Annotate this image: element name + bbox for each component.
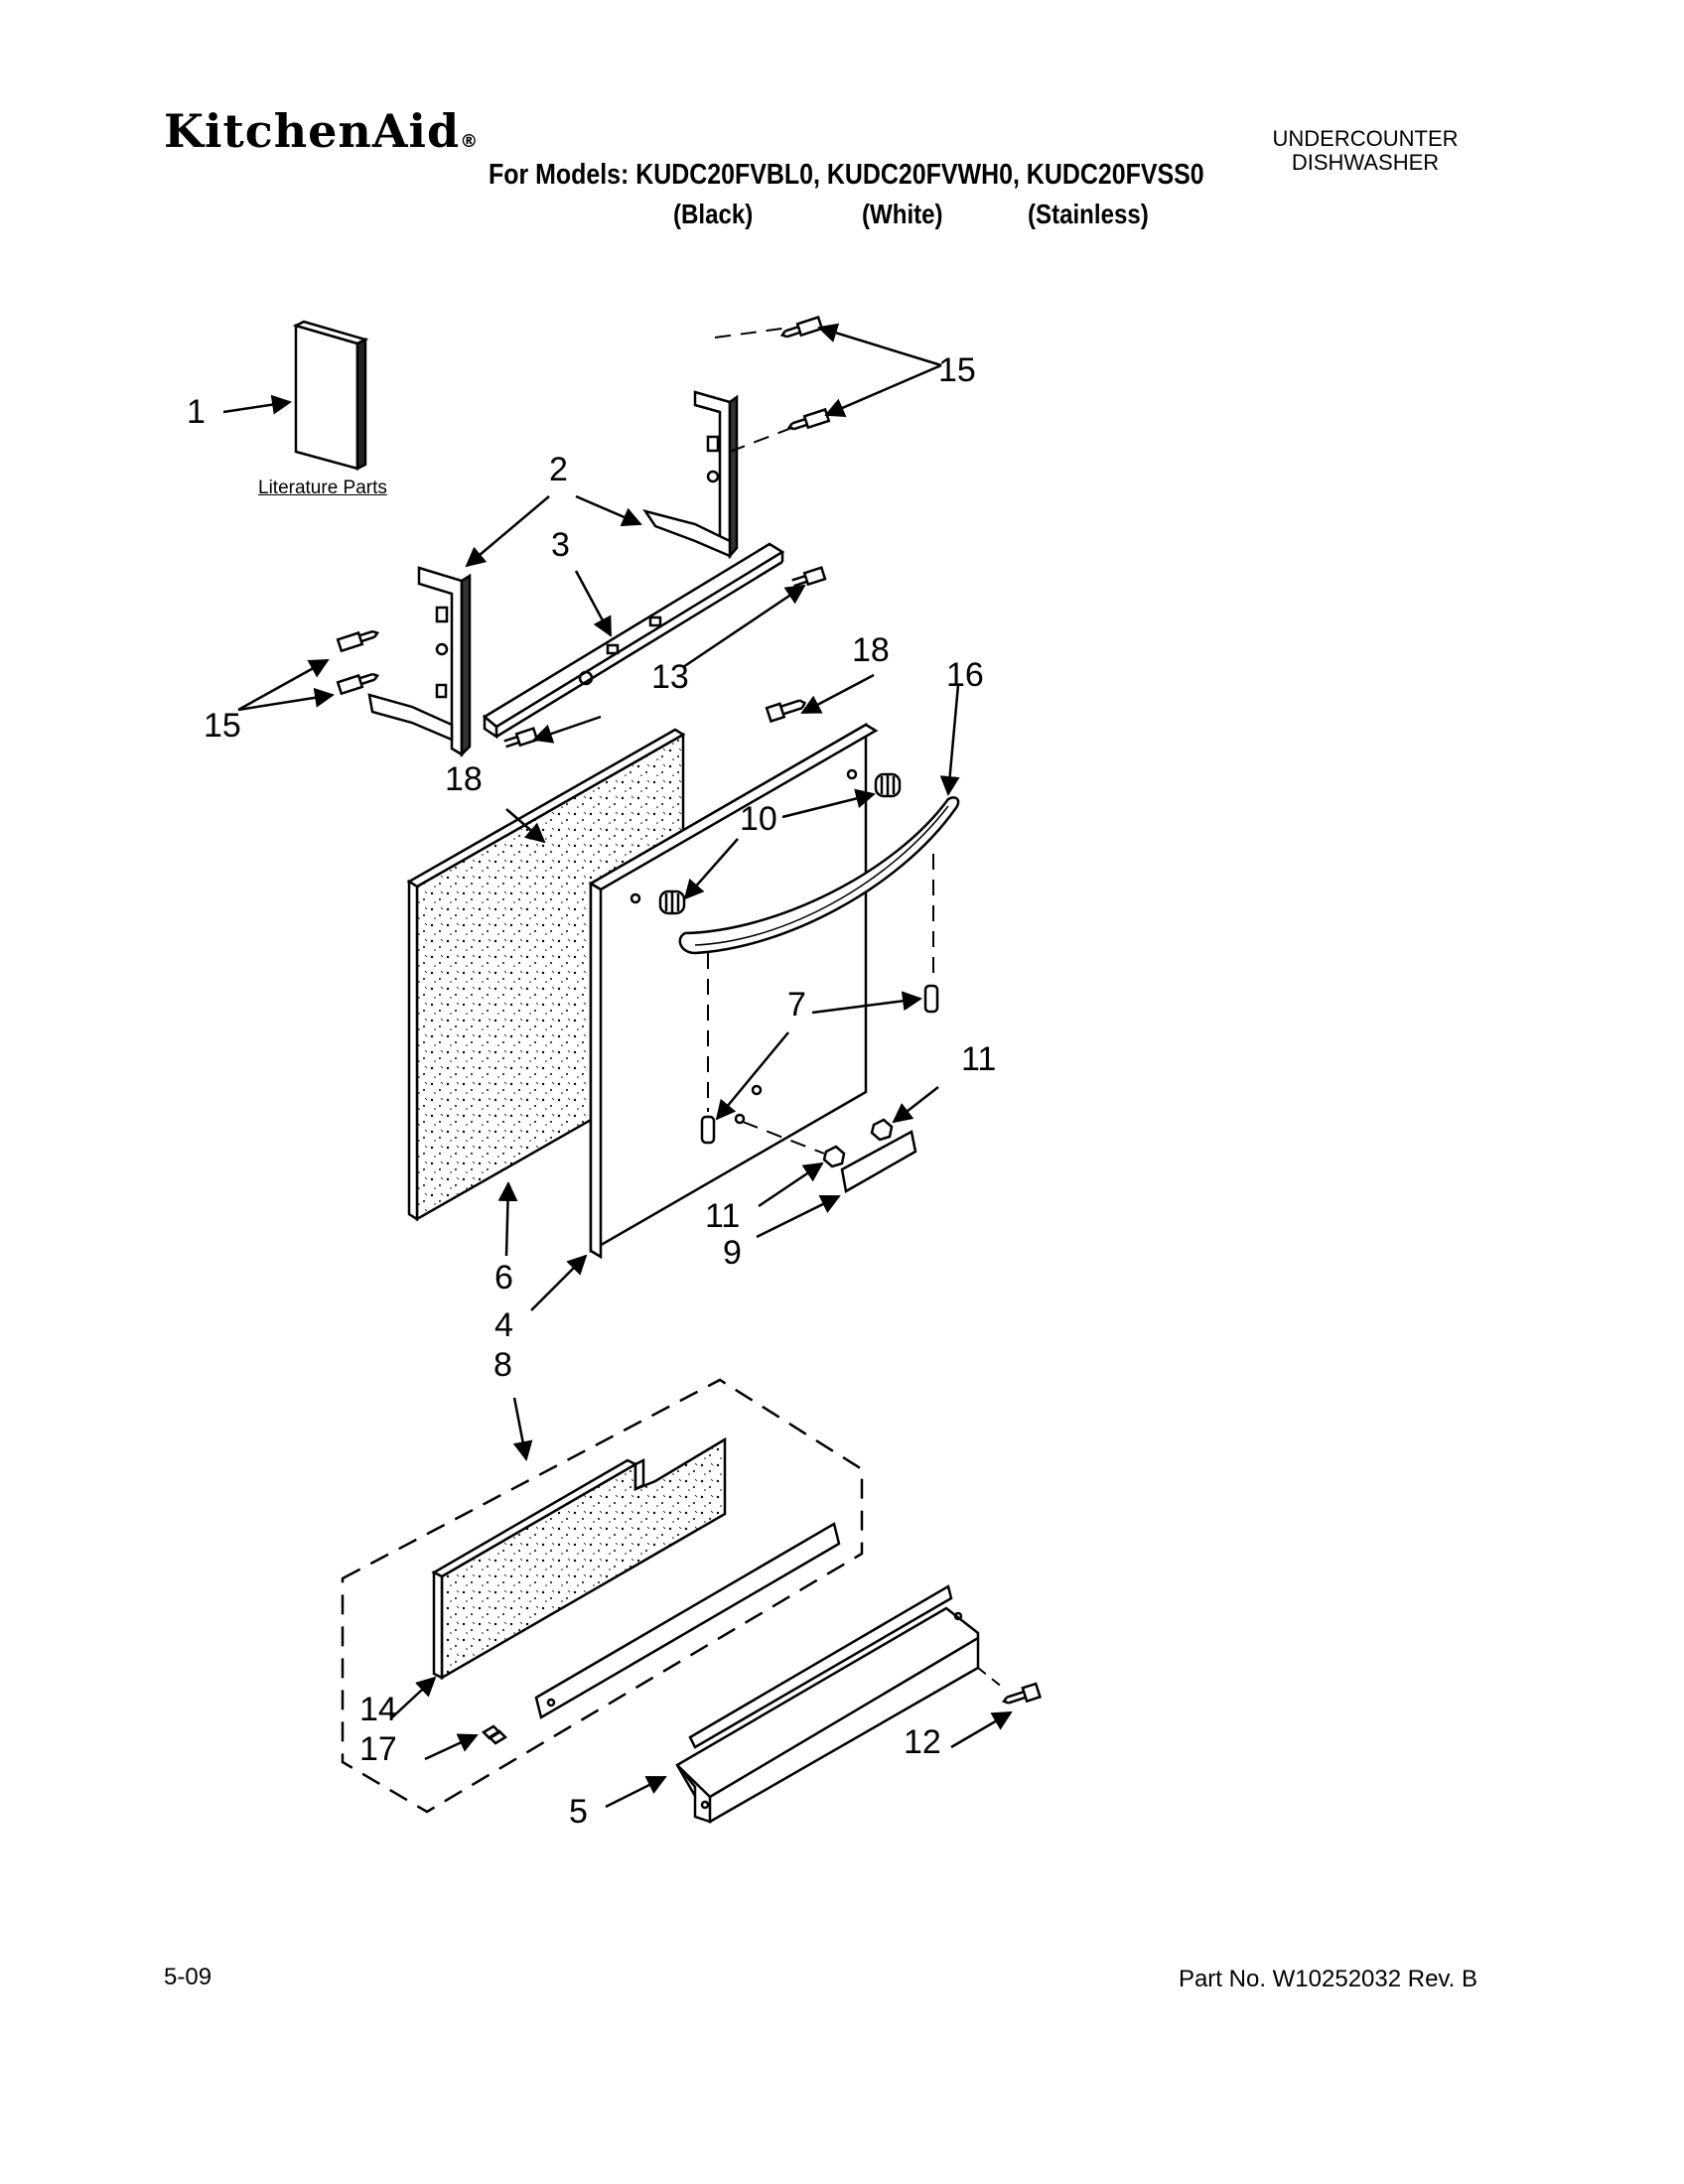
kit-strip xyxy=(534,1522,841,1719)
screw-15-left-a xyxy=(336,629,380,653)
variant-stainless: (Stainless) xyxy=(1028,199,1149,229)
door-panel xyxy=(588,722,879,1260)
literature-parts-label: Literature Parts xyxy=(258,478,387,498)
brand-logo: KitchenAid® xyxy=(164,104,479,158)
nut-left xyxy=(822,1145,846,1168)
callout-18-top: 18 xyxy=(852,631,890,669)
callout-1: 1 xyxy=(187,393,206,431)
callout-11-right: 11 xyxy=(961,1040,997,1078)
frame-rail xyxy=(482,542,785,740)
hinge-bracket-left xyxy=(367,566,472,758)
handle-mount-left xyxy=(658,889,686,915)
screw-13-right xyxy=(791,566,827,588)
callout-3: 3 xyxy=(551,526,570,564)
product-type: UNDERCOUNTER DISHWASHER xyxy=(1241,127,1489,175)
toe-insulation xyxy=(431,1436,727,1681)
callout-5: 5 xyxy=(569,1793,588,1831)
callout-17: 17 xyxy=(359,1730,397,1768)
spacer-right xyxy=(923,984,939,1014)
screw-13-left xyxy=(503,727,539,749)
date-code: 5-09 xyxy=(164,1964,212,1990)
callout-14: 14 xyxy=(359,1691,397,1728)
callout-16: 16 xyxy=(946,656,984,694)
spacer-left xyxy=(700,1115,716,1145)
screw-15-top-a xyxy=(779,315,824,339)
product-type-line2: DISHWASHER xyxy=(1291,150,1440,175)
screw-15-left-b xyxy=(336,672,380,696)
callout-7: 7 xyxy=(787,986,806,1024)
callout-9: 9 xyxy=(723,1234,742,1272)
variant-black: (Black) xyxy=(673,199,754,229)
hinge-bracket-right xyxy=(642,390,739,560)
kit-outline xyxy=(341,1378,864,1814)
screw-12 xyxy=(1002,1682,1043,1705)
callout-15-left: 15 xyxy=(204,707,241,745)
screw-15-top-b xyxy=(786,407,831,431)
callout-2: 2 xyxy=(549,451,568,488)
part-number: Part No. W10252032 Rev. B xyxy=(1178,1966,1477,1992)
product-type-line1: UNDERCOUNTER xyxy=(1272,126,1459,151)
variant-white: (White) xyxy=(862,199,943,229)
callout-11-left: 11 xyxy=(705,1197,741,1235)
models-line: For Models: KUDC20FVBL0, KUDC20FVWH0, KU… xyxy=(489,159,1204,191)
registered-mark: ® xyxy=(460,131,480,152)
callout-12: 12 xyxy=(904,1723,941,1761)
callout-13: 13 xyxy=(651,658,689,696)
door-handle xyxy=(678,796,960,955)
handle-mount-top xyxy=(874,772,902,798)
clip xyxy=(481,1724,508,1745)
logo-badge xyxy=(840,1130,917,1193)
callout-4: 4 xyxy=(494,1306,513,1344)
nut-right xyxy=(870,1118,894,1142)
callout-10: 10 xyxy=(740,800,777,838)
callout-15-top: 15 xyxy=(938,351,976,389)
brand-name: KitchenAid xyxy=(164,104,461,158)
screw-18-top xyxy=(765,699,807,724)
callout-18-left: 18 xyxy=(445,760,483,798)
toe-panel xyxy=(675,1584,980,1824)
callout-8: 8 xyxy=(493,1346,512,1384)
callout-6: 6 xyxy=(494,1259,513,1297)
literature-booklet xyxy=(292,320,369,472)
